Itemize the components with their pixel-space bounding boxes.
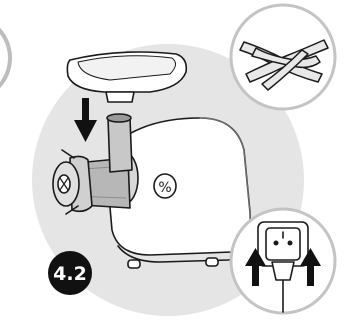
- feed-tube-opening: [107, 114, 131, 122]
- foot: [206, 258, 218, 266]
- foot: [128, 260, 140, 268]
- food-inset: [231, 5, 335, 109]
- feed-tube: [108, 118, 132, 172]
- tray-stem: [106, 92, 134, 102]
- previous-step-circle-fragment: [0, 16, 10, 100]
- switch-symbol-icon: %: [158, 180, 171, 196]
- step-badge: 4.2: [48, 251, 92, 295]
- step-number: 4.2: [53, 263, 87, 285]
- plug-inset: [231, 209, 335, 313]
